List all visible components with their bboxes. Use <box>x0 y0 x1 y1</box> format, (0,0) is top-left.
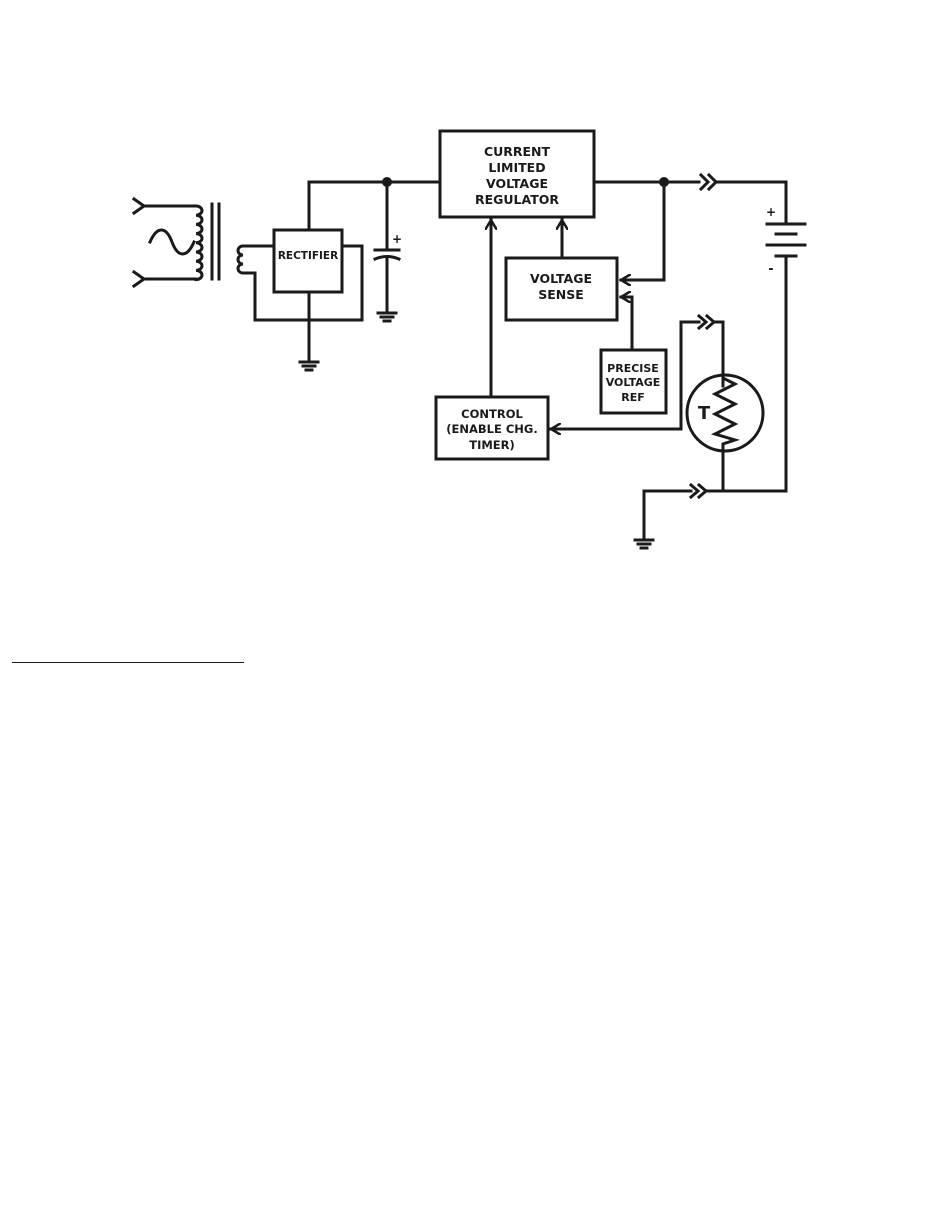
rectifier-block: RECTIFIER <box>272 228 344 294</box>
control-block: CONTROL (ENABLE CHG. TIMER) <box>434 395 550 461</box>
precise-ref-label-line: PRECISE <box>607 362 659 375</box>
regulator-block: CURRENT LIMITED VOLTAGE REGULATOR <box>438 129 596 219</box>
precise-ref-label-line: VOLTAGE <box>606 376 661 389</box>
ground-icon <box>298 360 320 372</box>
ac-input-terminals <box>131 196 198 289</box>
ground-icon <box>376 311 398 323</box>
regulator-label-line: CURRENT <box>484 144 551 159</box>
voltage-sense-label-line: VOLTAGE <box>530 271 592 286</box>
battery-icon <box>765 222 807 258</box>
regulator-label-line: LIMITED <box>488 160 545 175</box>
ground-connector-icon <box>688 482 709 500</box>
thermistor-connector-icon <box>696 313 717 331</box>
ac-sine-icon <box>148 228 196 256</box>
control-label-line: CONTROL <box>461 407 523 421</box>
voltage-sense-block: VOLTAGE SENSE <box>504 256 619 322</box>
ground-icon <box>633 538 655 550</box>
output-connector-icon <box>698 172 719 192</box>
precise-voltage-ref-block: PRECISE VOLTAGE REF <box>599 348 668 415</box>
regulator-label-line: REGULATOR <box>475 192 559 207</box>
control-label-line: TIMER) <box>469 438 515 452</box>
thermistor-label: T <box>698 403 711 424</box>
capacitor-polarity: + <box>392 232 402 246</box>
voltage-sense-label-line: SENSE <box>538 287 584 302</box>
control-label-line: (ENABLE CHG. <box>446 422 537 436</box>
battery-positive-label: + <box>766 205 776 219</box>
transformer-icon <box>194 202 245 282</box>
regulator-label-line: VOLTAGE <box>486 176 548 191</box>
precise-ref-label-line: REF <box>621 391 645 404</box>
rectifier-label: RECTIFIER <box>278 250 338 262</box>
capacitor-icon <box>373 180 401 315</box>
battery-charger-block-diagram: + + - T <box>131 129 807 550</box>
battery-negative-label: - <box>768 262 773 277</box>
thermistor-icon <box>685 373 765 453</box>
footnote-divider <box>12 662 244 663</box>
